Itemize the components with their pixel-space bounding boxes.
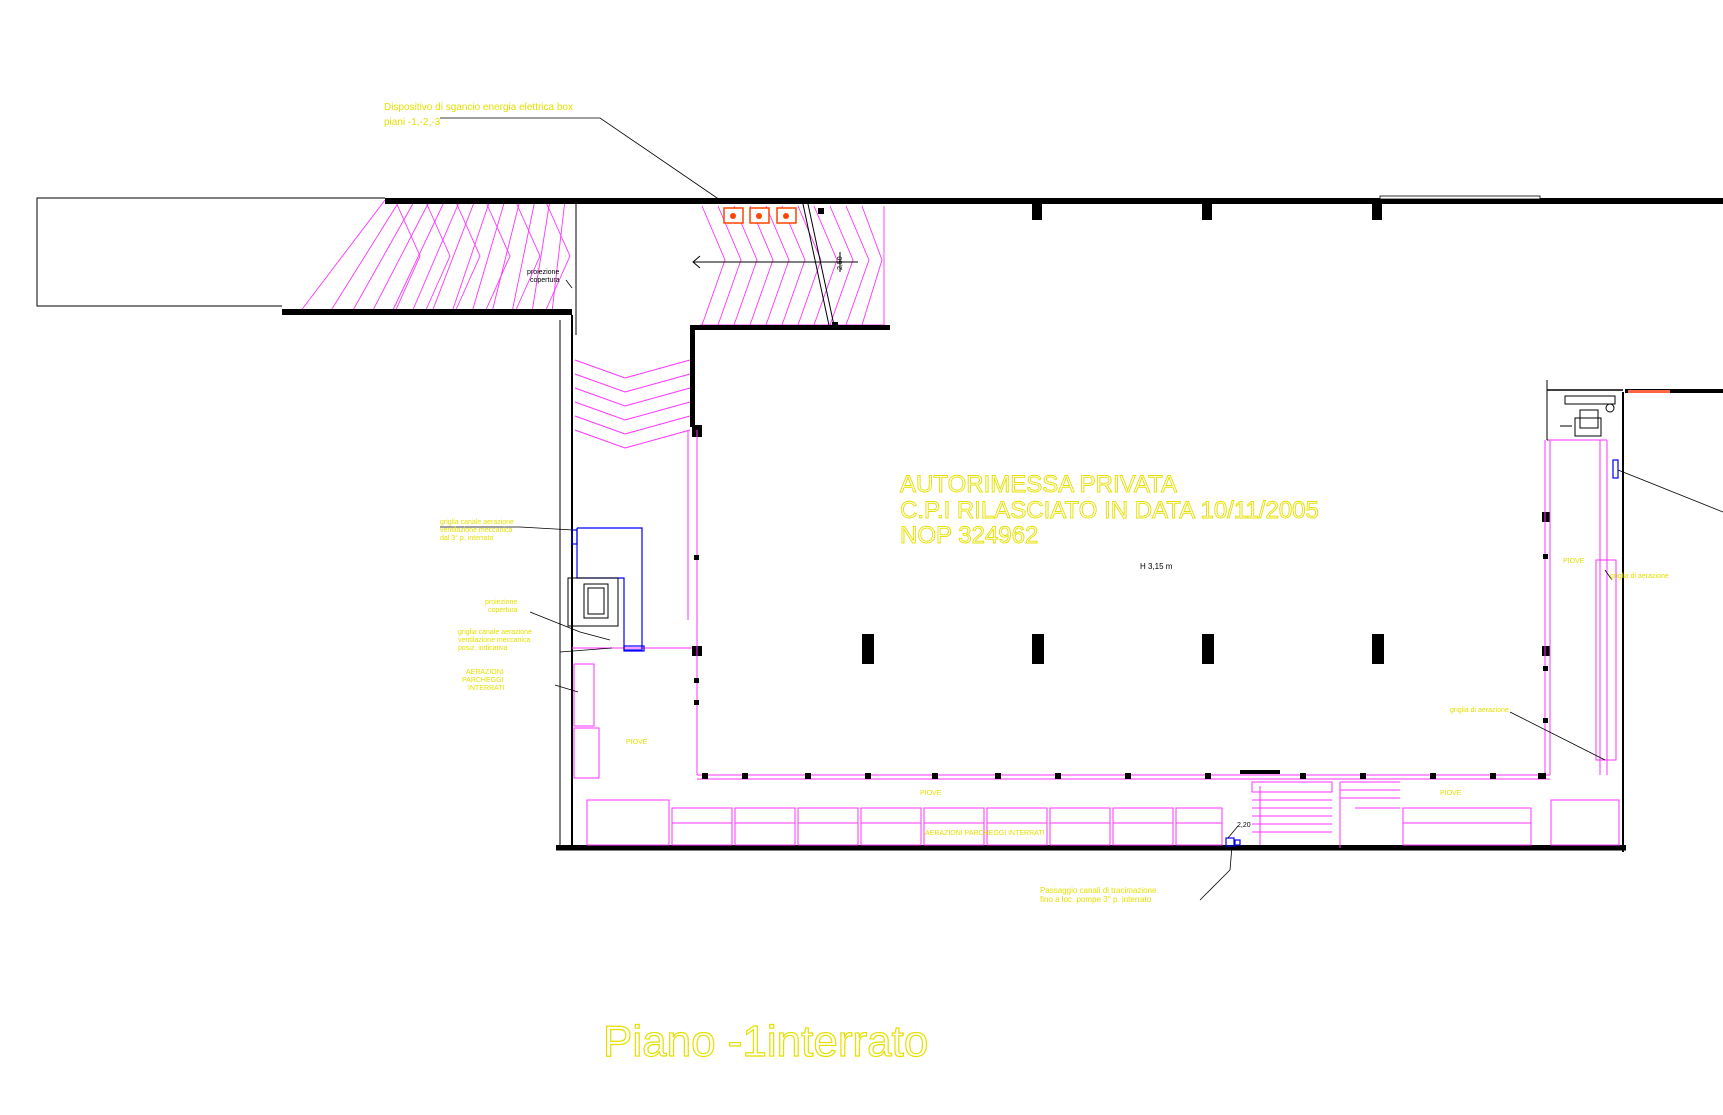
wall-marks bbox=[694, 554, 1548, 779]
stair-chevrons bbox=[574, 359, 691, 449]
shaft-box bbox=[567, 577, 619, 627]
piove-left: PIOVE bbox=[626, 739, 648, 746]
service-room bbox=[1560, 395, 1616, 437]
pass-label: Passaggio canali di tracimazione bbox=[1040, 886, 1157, 895]
height-note: H 3,15 m bbox=[1140, 562, 1173, 571]
aeration-label-2: PARCHEGGI bbox=[462, 677, 504, 684]
projection-mid-2: copertura bbox=[488, 607, 518, 614]
vent-duct-label-3: dal 3° p. interrato bbox=[440, 534, 493, 542]
leader-lines bbox=[440, 117, 1723, 901]
nop-line: NOP 324962 bbox=[900, 522, 1038, 549]
cpi-line: C.P.I RILASCIATO IN DATA 10/11/2005 bbox=[900, 497, 1319, 524]
piove-right: PIOVE bbox=[1563, 558, 1585, 565]
vent-duct2-label-2: ventilazione meccanica bbox=[458, 637, 530, 644]
garage-title: AUTORIMESSA PRIVATA bbox=[900, 471, 1177, 498]
vent-duct-label-2: ventilazione meccanica bbox=[440, 527, 512, 534]
grid-right-label: griglia di aerazione bbox=[1610, 573, 1669, 580]
aeration-label: AERAZIONI bbox=[466, 669, 504, 676]
ramp-hatch-center bbox=[700, 205, 885, 326]
floor-title: Piano -1interrato bbox=[603, 1017, 928, 1066]
annotations: Dispositivo di sgancio energia elettrica… bbox=[384, 102, 1669, 904]
vent-duct-label: griglia canale aerazione bbox=[440, 519, 514, 526]
parking-outline bbox=[572, 430, 1620, 848]
sign-group bbox=[723, 207, 797, 224]
ramp-hatch-left bbox=[299, 199, 571, 313]
columns bbox=[692, 204, 1550, 664]
energy-device-label: Dispositivo di sgancio energia elettrica… bbox=[384, 102, 573, 113]
piove-center: PIOVE bbox=[920, 790, 942, 797]
vent-duct2-label: griglia canale aerazione bbox=[458, 629, 532, 636]
energy-device-label-2: piani -1,-2,-3 bbox=[384, 117, 441, 128]
detail-mark: 2,50 bbox=[837, 256, 844, 270]
level-mark: 2,20 bbox=[1237, 822, 1251, 829]
main-title-block: AUTORIMESSA PRIVATA C.P.I RILASCIATO IN … bbox=[900, 471, 1320, 571]
dimension-marks bbox=[692, 203, 858, 331]
projection-top: proiezione bbox=[527, 269, 559, 276]
pass-label-2: fino a loc. pompe 3° p. interrato bbox=[1040, 895, 1152, 904]
projection-top-2: copertura bbox=[530, 277, 560, 284]
grid-bottom-label: griglia di aerazione bbox=[1450, 707, 1509, 714]
piove-right-bottom: PIOVE bbox=[1440, 790, 1462, 797]
aeration-label-3: INTERRATI bbox=[468, 685, 504, 692]
vent-duct2-label-3: posiz. indicativa bbox=[458, 645, 508, 652]
projection-mid: proiezione bbox=[485, 599, 517, 606]
walls bbox=[36, 195, 1723, 852]
aeration-bottom-label: AERAZIONI PARCHEGGI INTERRATI bbox=[925, 830, 1045, 837]
